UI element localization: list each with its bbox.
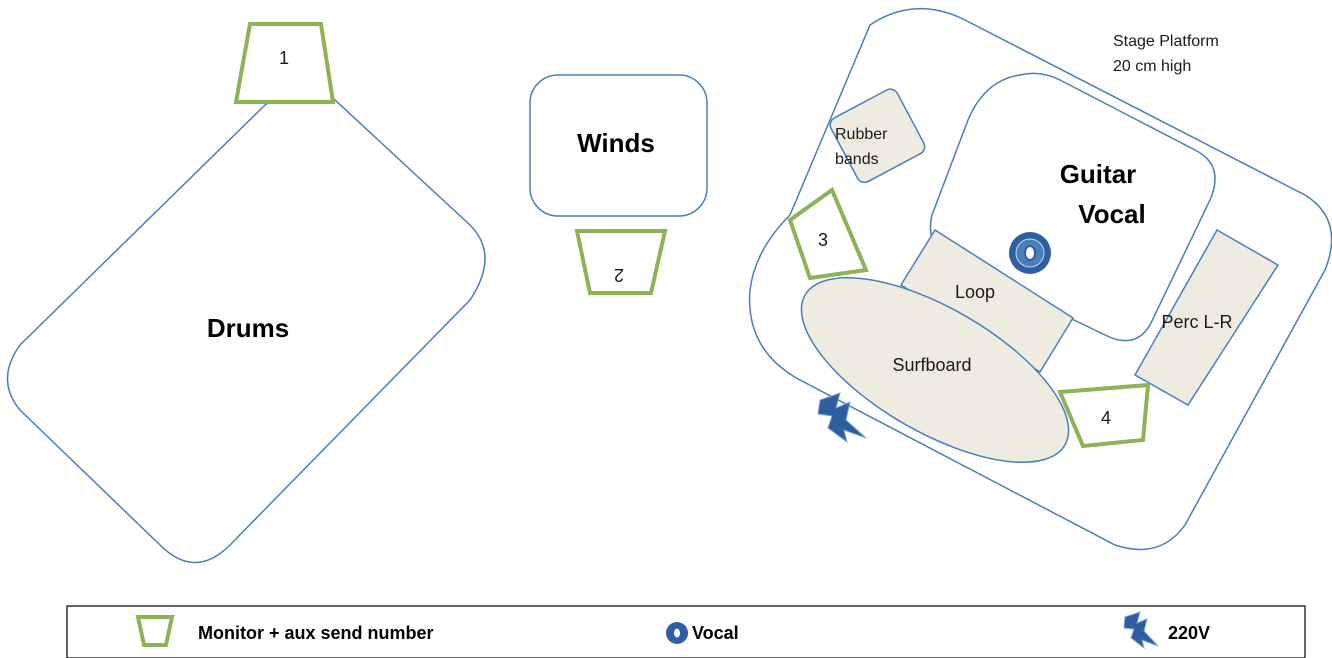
legend-vocal-icon [666, 622, 688, 644]
monitor-3: 3 [787, 186, 869, 281]
guitar-label: Guitar [1060, 159, 1137, 189]
drums-label: Drums [207, 313, 289, 343]
monitor-2: 2 [574, 229, 668, 295]
monitor-4: 4 [1057, 382, 1151, 449]
rubber-bands-label-2: bands [835, 151, 879, 168]
rubber-bands-label-1: Rubber [835, 126, 888, 143]
surfboard-label: Surfboard [892, 355, 971, 375]
perc-label: Perc L-R [1161, 312, 1232, 332]
vocal-mic-icon [1009, 232, 1051, 274]
perc-area [1133, 228, 1280, 407]
winds-label: Winds [577, 128, 655, 158]
loop-area [899, 228, 1075, 374]
power-outlet-icon [817, 392, 867, 444]
legend-power-label: 220V [1168, 623, 1210, 643]
monitor-2-number: 2 [614, 265, 624, 285]
monitor-1-number: 1 [279, 48, 289, 68]
legend-monitor-label: Monitor + aux send number [198, 623, 434, 643]
winds-area [529, 74, 708, 217]
legend-monitor-icon [135, 615, 175, 647]
vocal-label: Vocal [1078, 199, 1145, 229]
monitor-1: 1 [233, 22, 336, 104]
legend-vocal-label: Vocal [692, 623, 739, 643]
surfboard-area [800, 277, 1070, 463]
legend-power-icon [1123, 611, 1159, 650]
monitor-3-number: 3 [818, 230, 828, 250]
loop-label: Loop [955, 282, 995, 302]
rubber-bands-area [829, 88, 926, 184]
monitor-4-number: 4 [1101, 408, 1111, 428]
stage-note-line1: Stage Platform [1113, 33, 1219, 50]
legend: Monitor + aux send number Vocal 220V [66, 605, 1306, 658]
stage-note-line2: 20 cm high [1113, 58, 1191, 75]
